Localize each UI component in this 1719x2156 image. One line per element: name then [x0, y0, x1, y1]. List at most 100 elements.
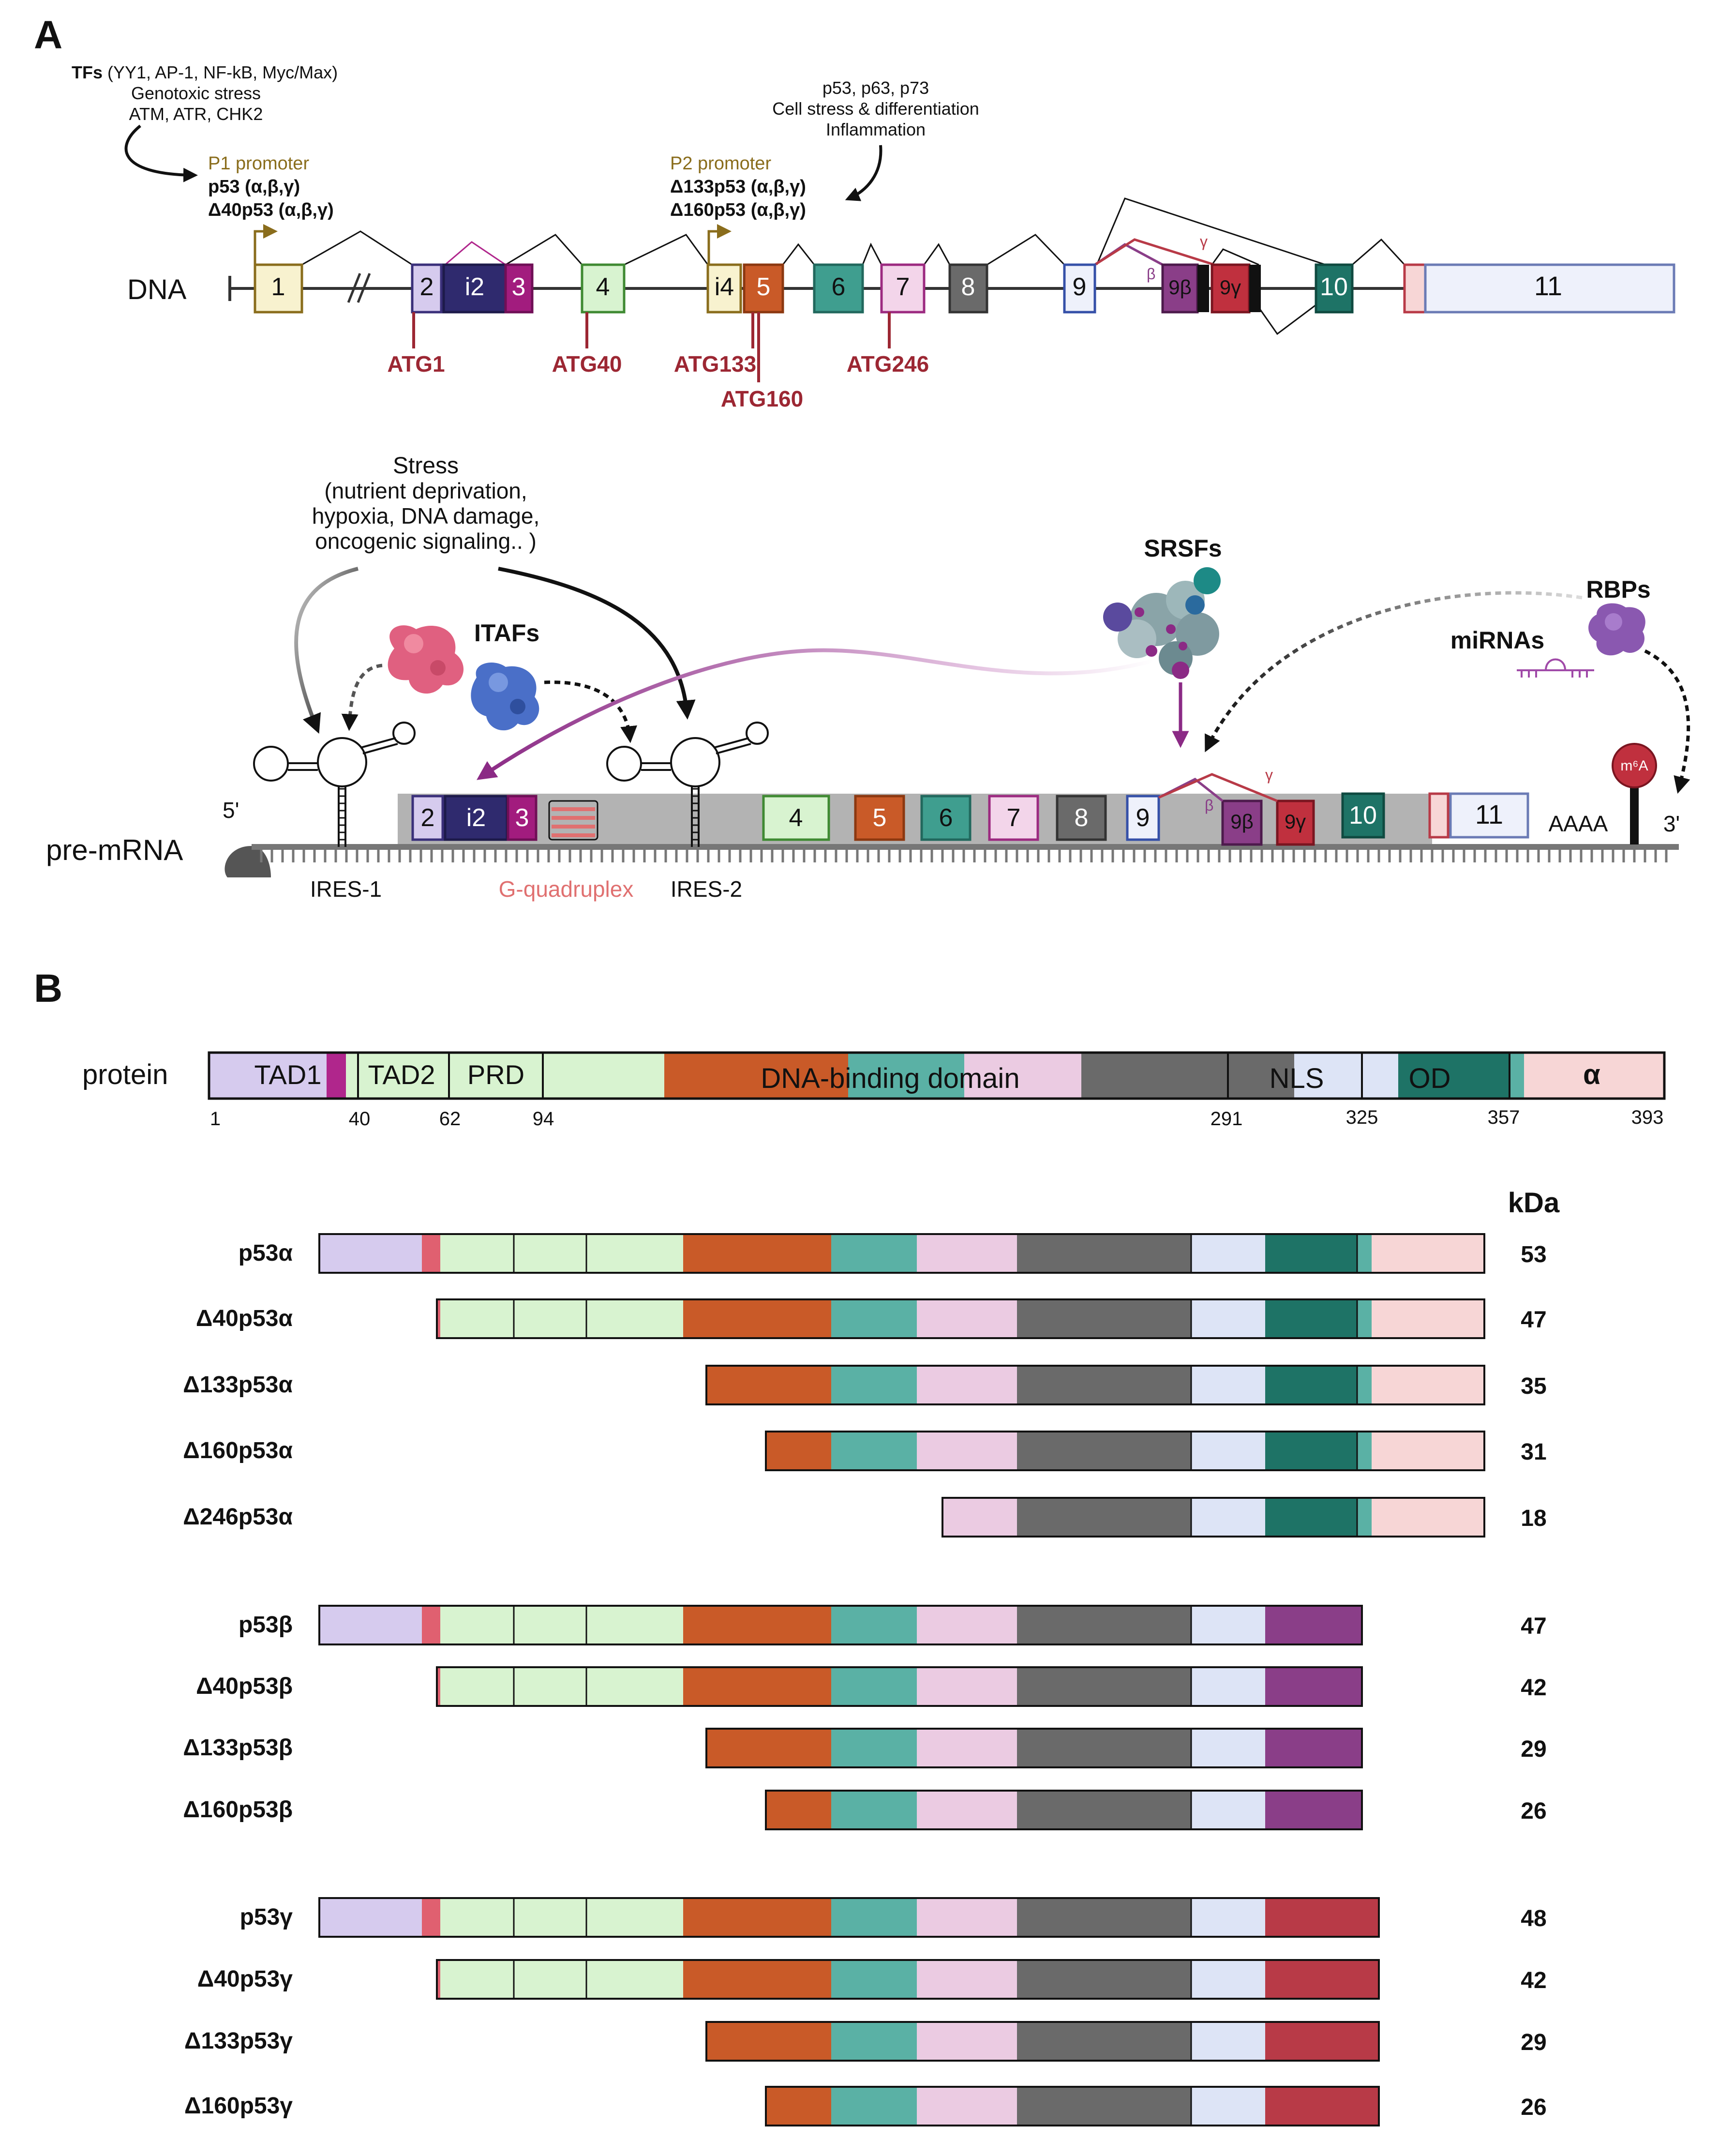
- five-prime-cap: [224, 846, 271, 877]
- isoform-name: Δ160p53γ: [184, 2093, 293, 2119]
- isoform-segment: [917, 1432, 1017, 1470]
- p1-product-1: p53 (α,β,γ): [208, 177, 300, 197]
- ires1-label: IRES-1: [310, 876, 382, 902]
- isoform-segment: [1017, 1432, 1134, 1470]
- isoform-segment: [1372, 1234, 1484, 1273]
- isoform-segment: [1017, 1498, 1134, 1537]
- dna-exon-9: [1063, 263, 1096, 314]
- protein-domain-bar: [208, 1051, 1666, 1100]
- isoform-segment: [1265, 1667, 1362, 1706]
- dna-exon-6: [813, 263, 864, 314]
- protein-label: protein: [82, 1059, 168, 1090]
- itaf-arrow-to-ires2: [544, 680, 637, 743]
- mrna-exon-9beta-label: 9β: [1230, 810, 1254, 833]
- mrna-exon-2-label: 2: [421, 804, 435, 832]
- isoform-name: p53β: [239, 1612, 293, 1638]
- isoform-segment: [1191, 1299, 1265, 1338]
- isoform-segment: [1265, 1960, 1379, 1999]
- isoform-name: Δ160p53β: [183, 1797, 293, 1823]
- five-prime-label: 5': [223, 798, 239, 823]
- atg246-label: ATG246: [847, 351, 929, 377]
- isoform-kda: 31: [1521, 1439, 1546, 1465]
- isoform-segment: [586, 1898, 683, 1937]
- isoform-segment: [1017, 1960, 1134, 1999]
- mrna-exon-11-label: 11: [1475, 799, 1503, 829]
- isoform-segment: [1017, 1606, 1134, 1644]
- isoform-segment: [440, 1234, 514, 1273]
- isoform-segment: [1134, 2087, 1191, 2126]
- mrna-exon-2: [411, 795, 444, 841]
- kda-header: kDa: [1508, 1187, 1560, 1219]
- mrna-gamma-splice: [1158, 773, 1278, 802]
- isoform-segment: [514, 1606, 586, 1644]
- isoform-segment: [706, 1729, 831, 1767]
- dna-exon-2-label: 2: [420, 273, 434, 301]
- mrna-exon-9beta: [1221, 799, 1263, 846]
- mrna-exon-6-label: 6: [939, 804, 953, 832]
- isoform-segment: [1134, 1791, 1191, 1829]
- dna-exon-i2-label: i2: [465, 273, 484, 301]
- isoform-name: Δ40p53α: [196, 1306, 293, 1331]
- isoform-segment: [514, 1960, 586, 1999]
- isoform-segment: [1134, 1729, 1191, 1767]
- isoform-kda: 26: [1521, 2095, 1546, 2120]
- isoform-segment: [514, 1898, 586, 1937]
- isoform-name: Δ246p53α: [183, 1504, 293, 1530]
- isoform-name: Δ40p53γ: [197, 1966, 293, 1992]
- p2-product-2: Δ160p53 (α,β,γ): [670, 200, 806, 220]
- isoform-segment: [422, 1898, 440, 1937]
- rbps-label: RBPs: [1586, 576, 1650, 603]
- dna-exon-9beta-stop: [1197, 265, 1209, 312]
- p2-product-1: Δ133p53 (α,β,γ): [670, 177, 806, 197]
- position-325: 325: [1346, 1107, 1378, 1128]
- isoform-segment: [1134, 1498, 1191, 1537]
- isoform-segment: [917, 2087, 1017, 2126]
- isoform-segment: [917, 1960, 1017, 1999]
- tfs-line-1: TFs (YY1, AP-1, NF-kB, Myc/Max): [72, 62, 338, 82]
- isoform-segment: [1265, 1432, 1357, 1470]
- isoform-segment: [1265, 1299, 1357, 1338]
- dna-exon-4: [581, 263, 626, 314]
- p2-tss-arrow: [707, 224, 732, 264]
- stress-title: Stress: [393, 453, 459, 479]
- isoform-row: Δ160p53γ 26: [184, 2086, 1547, 2126]
- isoform-kda: 53: [1521, 1242, 1546, 1267]
- isoform-segment: [831, 2022, 917, 2061]
- beta-splice-connector: [1094, 243, 1164, 266]
- isoform-segment: [1134, 1299, 1191, 1338]
- mrna-exon-6: [920, 795, 972, 841]
- stress-line-3: oncogenic signaling.. ): [315, 528, 537, 554]
- tfs-line-2: Genotoxic stress: [131, 83, 261, 103]
- rbp-arrow-to-3utr: [1644, 649, 1690, 794]
- isoform-segment: [319, 1234, 422, 1273]
- isoform-segment: [831, 1791, 917, 1829]
- isoform-segment: [1265, 1366, 1357, 1404]
- isoform-segment: [917, 1299, 1017, 1338]
- rbp-protein: [1588, 603, 1645, 656]
- dna-exon-9-label: 9: [1073, 273, 1087, 301]
- p2-promoter-label: P2 promoter: [670, 153, 771, 174]
- dna-gamma-label: γ: [1200, 233, 1208, 250]
- isoform-segment: [319, 1898, 422, 1937]
- isoform-outline: [705, 2021, 1380, 2062]
- m6a-badge: [1612, 743, 1657, 788]
- isoform-outline: [318, 1897, 1380, 1938]
- dna-exon-11-coding: [1403, 263, 1427, 314]
- isoform-segment: [942, 1498, 1017, 1537]
- isoform-segment: [831, 1299, 917, 1338]
- dna-exon-9gamma-stop: [1249, 265, 1261, 312]
- isoform-segment: [440, 1898, 514, 1937]
- isoform-segment: [437, 1667, 440, 1706]
- tfs-list: (YY1, AP-1, NF-kB, Myc/Max): [103, 62, 338, 82]
- mrna-exon-8: [1056, 795, 1107, 841]
- isoform-segment: [1191, 1729, 1265, 1767]
- dna-exon-6-label: 6: [832, 273, 846, 301]
- domain-tad1: TAD1: [254, 1059, 322, 1090]
- m6a-label: m⁶A: [1620, 758, 1648, 774]
- dna-exon-4-label: 4: [596, 273, 610, 301]
- position-40: 40: [349, 1108, 371, 1130]
- isoform-segment: [1265, 2087, 1379, 2126]
